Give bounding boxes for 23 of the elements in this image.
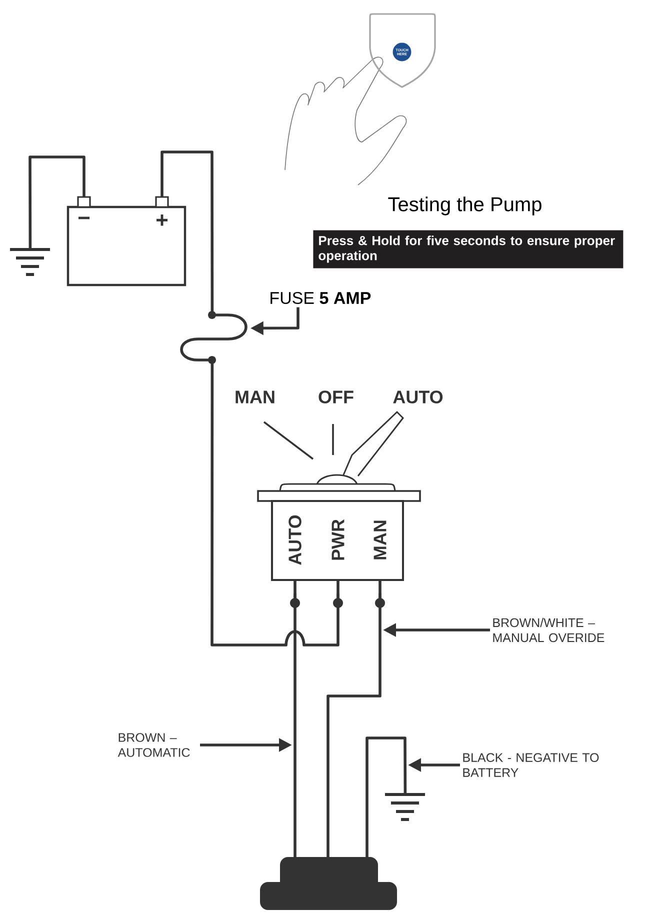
position-label: MAN [236,390,274,404]
position-label: OFF [318,390,354,404]
wire-label: BROWN – AUTOMATIC [118,733,190,757]
wire [294,593,296,857]
wire-label: BROWN/WHITE – MANUAL OVERIDE [493,618,604,642]
wire [366,736,407,857]
ground-symbol [384,793,426,821]
wire-label: BLACK - NEGATIVE TO BATTERY [463,753,599,777]
pump-drawing [260,857,397,910]
fuse-symbol [180,311,248,364]
fuse-label: FUSE 5 AMP [270,292,371,304]
position-label: AUTO [393,390,443,404]
ground-symbol [8,248,52,276]
wire [28,156,86,248]
wire [160,150,214,313]
title: Testing the Pump [388,196,542,216]
wire [210,362,340,646]
terminal-label: AUTO [288,515,302,565]
caption-band: Press & Hold for five seconds to ensure proper operation [313,230,624,268]
terminal-label: PWR [332,519,344,560]
toggle-switch-drawing [257,410,421,608]
wire [326,593,382,857]
terminal-label: MAN [374,520,386,560]
